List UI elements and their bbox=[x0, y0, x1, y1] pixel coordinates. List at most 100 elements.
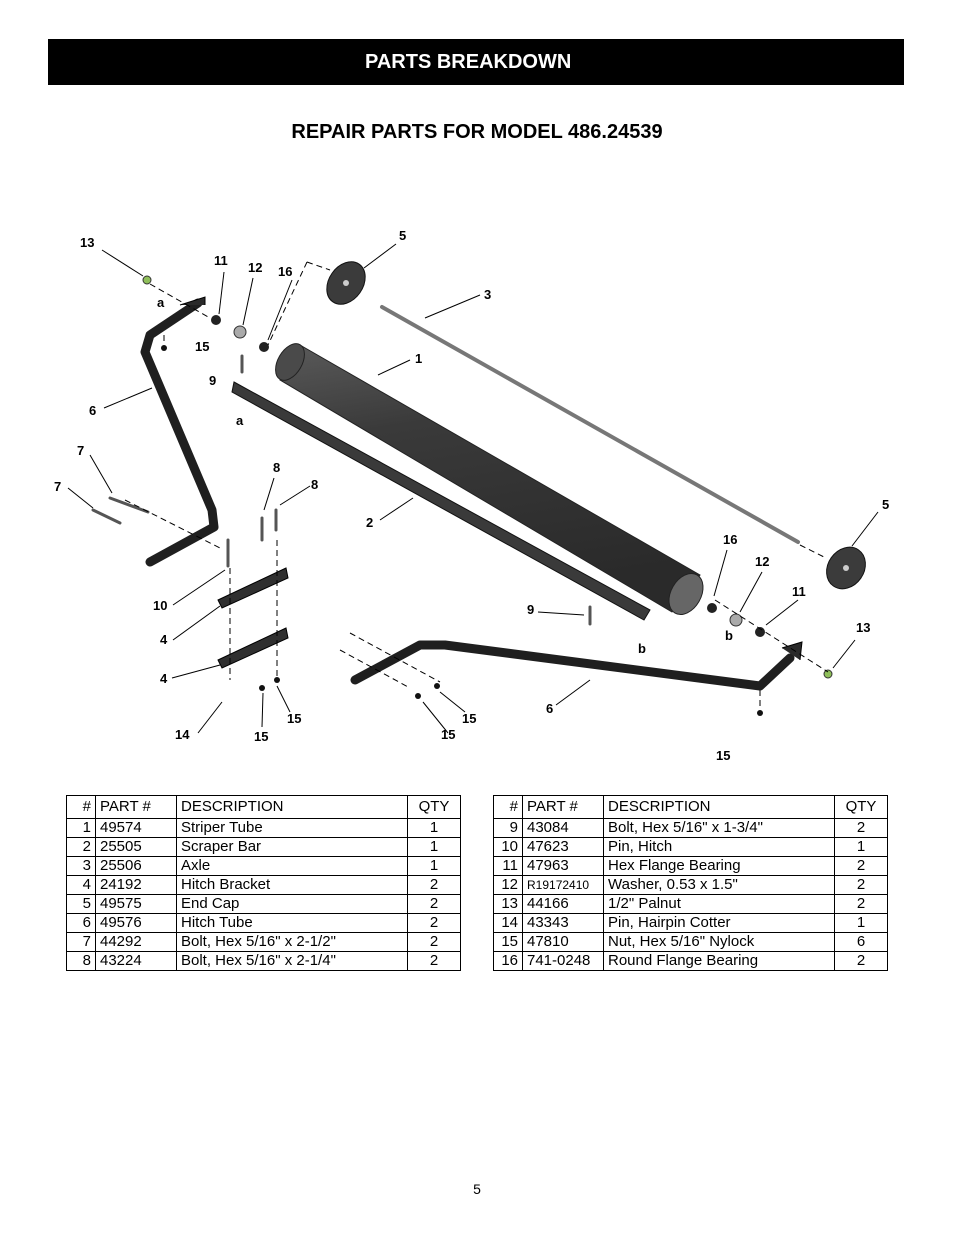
striper-tube bbox=[275, 343, 704, 615]
row-number: 5 bbox=[66, 894, 96, 914]
col-header: DESCRIPTION bbox=[176, 795, 408, 819]
callout: 15 bbox=[254, 729, 268, 744]
callout: 6 bbox=[546, 701, 553, 716]
row-number: 8 bbox=[66, 951, 96, 971]
row-number: 7 bbox=[66, 932, 96, 952]
part-number: 49574 bbox=[95, 818, 177, 838]
callout: a bbox=[157, 295, 165, 310]
callout: 13 bbox=[80, 235, 94, 250]
hitch-bracket-upper bbox=[217, 567, 289, 609]
col-header: QTY bbox=[834, 795, 888, 819]
part-qty: 2 bbox=[834, 951, 888, 971]
section-banner: PARTS BREAKDOWN bbox=[48, 39, 904, 85]
part-number: 47810 bbox=[522, 932, 604, 952]
row-number: 2 bbox=[66, 837, 96, 857]
callout: 10 bbox=[153, 598, 167, 613]
part-qty: 2 bbox=[407, 894, 461, 914]
part-description: Striper Tube bbox=[176, 818, 408, 838]
callout: 15 bbox=[441, 727, 455, 742]
row-number: 9 bbox=[493, 818, 523, 838]
callout: 8 bbox=[311, 477, 318, 492]
part-number: 25505 bbox=[95, 837, 177, 857]
part-number: R19172410 bbox=[522, 875, 604, 895]
callout: b bbox=[638, 641, 646, 656]
hitch-bracket-lower bbox=[217, 627, 289, 669]
end-cap-left bbox=[326, 261, 366, 305]
part-number: 44292 bbox=[95, 932, 177, 952]
part-qty: 1 bbox=[407, 818, 461, 838]
part-number: 43224 bbox=[95, 951, 177, 971]
scraper-bar bbox=[231, 381, 651, 621]
callout: 9 bbox=[527, 602, 534, 617]
part-description: Bolt, Hex 5/16" x 1-3/4" bbox=[603, 818, 835, 838]
part-description: Bolt, Hex 5/16" x 2-1/2" bbox=[176, 932, 408, 952]
col-header: DESCRIPTION bbox=[603, 795, 835, 819]
callout: 15 bbox=[195, 339, 209, 354]
callout: 3 bbox=[484, 287, 491, 302]
part-description: Bolt, Hex 5/16" x 2-1/4" bbox=[176, 951, 408, 971]
part-description: Washer, 0.53 x 1.5" bbox=[603, 875, 835, 895]
part-description: 1/2" Palnut bbox=[603, 894, 835, 914]
section-title: PARTS BREAKDOWN bbox=[365, 51, 572, 73]
part-qty: 2 bbox=[407, 932, 461, 952]
callout: a bbox=[236, 413, 244, 428]
callout: 7 bbox=[54, 479, 61, 494]
exploded-parts-diagram: 13 11 12 16 5 3 a 15 9 1 6 a 7 7 8 8 2 5… bbox=[54, 228, 889, 760]
part-description: Nut, Hex 5/16" Nylock bbox=[603, 932, 835, 952]
part-description: Axle bbox=[176, 856, 408, 876]
part-description: Scraper Bar bbox=[176, 837, 408, 857]
callout: 8 bbox=[273, 460, 280, 475]
part-qty: 2 bbox=[834, 856, 888, 876]
part-qty: 2 bbox=[407, 913, 461, 933]
callout: 12 bbox=[248, 260, 262, 275]
end-cap-right bbox=[826, 546, 866, 590]
callout: 16 bbox=[278, 264, 292, 279]
part-qty: 2 bbox=[407, 875, 461, 895]
row-number: 4 bbox=[66, 875, 96, 895]
part-description: Hex Flange Bearing bbox=[603, 856, 835, 876]
part-qty: 2 bbox=[834, 875, 888, 895]
callout: 11 bbox=[214, 253, 228, 268]
part-qty: 6 bbox=[834, 932, 888, 952]
callout: 9 bbox=[209, 373, 216, 388]
row-number: 6 bbox=[66, 913, 96, 933]
page-subtitle: REPAIR PARTS FOR MODEL 486.24539 bbox=[291, 121, 663, 143]
part-description: Round Flange Bearing bbox=[603, 951, 835, 971]
callout: 15 bbox=[716, 748, 730, 760]
col-header: # bbox=[493, 795, 523, 819]
callout: 13 bbox=[856, 620, 870, 635]
part-description: Hitch Tube bbox=[176, 913, 408, 933]
hitch-tube-right bbox=[350, 640, 795, 691]
row-number: 10 bbox=[493, 837, 523, 857]
col-header: PART # bbox=[522, 795, 604, 819]
callout: 16 bbox=[723, 532, 737, 547]
part-number: 24192 bbox=[95, 875, 177, 895]
callout: 4 bbox=[160, 671, 168, 686]
part-qty: 1 bbox=[834, 913, 888, 933]
row-number: 1 bbox=[66, 818, 96, 838]
callout: 15 bbox=[287, 711, 301, 726]
col-header: PART # bbox=[95, 795, 177, 819]
callout: 5 bbox=[399, 228, 406, 243]
callout: 14 bbox=[175, 727, 190, 742]
axle bbox=[380, 305, 800, 544]
part-number: 741-0248 bbox=[522, 951, 604, 971]
hitch-tube-left bbox=[140, 298, 219, 567]
callout: 2 bbox=[366, 515, 373, 530]
assembly-lines bbox=[124, 261, 829, 710]
hardware bbox=[142, 275, 833, 716]
part-qty: 1 bbox=[407, 837, 461, 857]
callout: 12 bbox=[755, 554, 769, 569]
callout: b bbox=[725, 628, 733, 643]
